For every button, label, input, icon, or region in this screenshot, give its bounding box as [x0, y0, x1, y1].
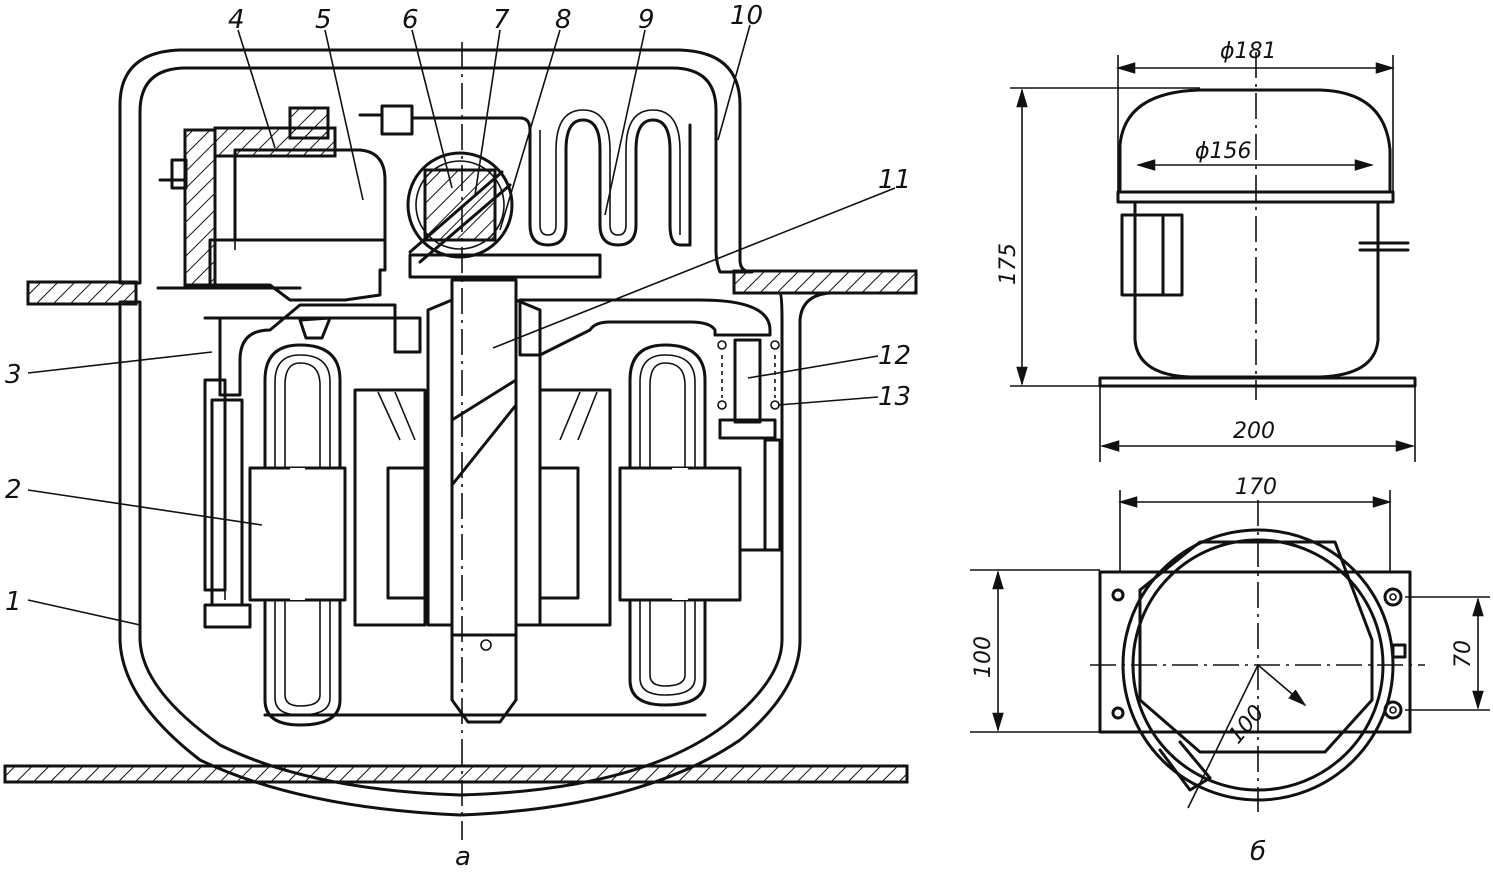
label-5: 5	[315, 5, 332, 35]
label-13: 13	[878, 382, 911, 412]
lower-casing	[118, 291, 832, 817]
dim-mount-spacing: 100	[971, 636, 996, 678]
label-7: 7	[493, 5, 510, 35]
label-3: 3	[5, 360, 22, 390]
bottom-view: 170 100 70 100 б	[970, 475, 1490, 867]
crank-disc	[406, 151, 514, 259]
label-10: 10	[730, 1, 763, 31]
side-view: ϕ181 ϕ156 175 200	[996, 39, 1417, 462]
label-9: 9	[638, 5, 655, 35]
dim-inner-diameter: ϕ156	[1195, 139, 1252, 164]
label-12: 12	[878, 341, 911, 371]
muffler-5	[233, 148, 387, 242]
dim-outer-diameter: ϕ181	[1220, 39, 1277, 64]
discharge-coil	[528, 118, 692, 247]
frame-right	[518, 298, 772, 357]
discharge-fitting	[288, 106, 330, 140]
cylinder-block-plate	[183, 128, 217, 287]
label-4: 4	[228, 5, 245, 35]
label-1: 1	[5, 587, 22, 617]
stator-winding-right	[618, 343, 742, 707]
leaders	[27, 24, 896, 626]
upper-flange-right	[732, 269, 918, 295]
caption-b: б	[1250, 837, 1266, 867]
valve-housing	[208, 238, 387, 302]
bottom-base-strip	[3, 764, 909, 784]
dim-width: 170	[1235, 475, 1277, 500]
dim-hole-spacing: 70	[1451, 640, 1476, 668]
dome	[1118, 88, 1392, 194]
dim-base-width: 200	[1233, 419, 1275, 444]
rotor	[353, 388, 427, 627]
label-2: 2	[5, 475, 22, 505]
label-11: 11	[878, 165, 911, 195]
upper-cover	[118, 48, 754, 285]
section-view: 1 2 3 4 5 6 7 8 9 10 11 12 13 а	[3, 1, 918, 872]
label-8: 8	[555, 5, 572, 35]
main-frame	[203, 303, 422, 397]
caption-a: а	[455, 842, 471, 872]
stator-winding-left	[248, 343, 347, 727]
label-6: 6	[402, 5, 419, 35]
dim-height: 175	[996, 243, 1021, 285]
upper-flange-left	[26, 280, 138, 306]
stator-bolt	[210, 398, 244, 607]
dim-radius: 100	[1223, 701, 1269, 749]
suspension-spring	[717, 338, 782, 552]
